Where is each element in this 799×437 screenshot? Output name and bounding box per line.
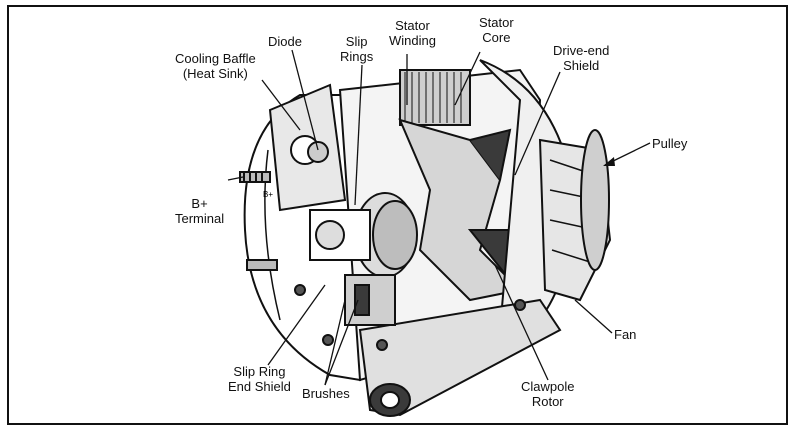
label-diode: Diode: [268, 34, 302, 49]
leader-clawpole-rotor: [494, 264, 549, 381]
label-slip-rings: Slip Rings: [340, 34, 374, 64]
terminal-marking: B+: [263, 190, 273, 199]
label-cooling-baffle: Cooling Baffle (Heat Sink): [175, 51, 256, 81]
leader-slip-ring-end-shield: [267, 284, 326, 366]
label-brushes: Brushes: [302, 386, 350, 401]
pulley: [580, 129, 610, 271]
label-fan: Fan: [614, 327, 637, 342]
label-clawpole-rotor: Clawpole Rotor: [521, 379, 575, 409]
leader-drive-end-shield: [514, 71, 561, 176]
label-stator-core: Stator Core: [479, 15, 514, 45]
leader-cooling-baffle: [261, 79, 301, 131]
leader-b-plus-terminal: [227, 176, 244, 181]
leader-diode: [291, 49, 319, 151]
label-stator-winding: Stator Winding: [389, 18, 436, 48]
mounting-ear: [358, 298, 562, 417]
label-pulley: Pulley: [652, 136, 688, 151]
pulley-arrowhead: [603, 157, 615, 166]
leader-fan: [574, 299, 613, 334]
stator-winding: [399, 69, 471, 126]
leader-slip-rings: [354, 64, 363, 206]
leader-stator-core: [454, 51, 481, 106]
label-b-plus-terminal: B+ Terminal: [175, 196, 225, 226]
leader-brushes-2: [324, 299, 359, 386]
label-slip-ring-end-shield: Slip Ring End Shield: [228, 364, 291, 394]
label-drive-end-shield: Drive-end Shield: [553, 43, 610, 73]
leader-brushes: [324, 299, 346, 386]
